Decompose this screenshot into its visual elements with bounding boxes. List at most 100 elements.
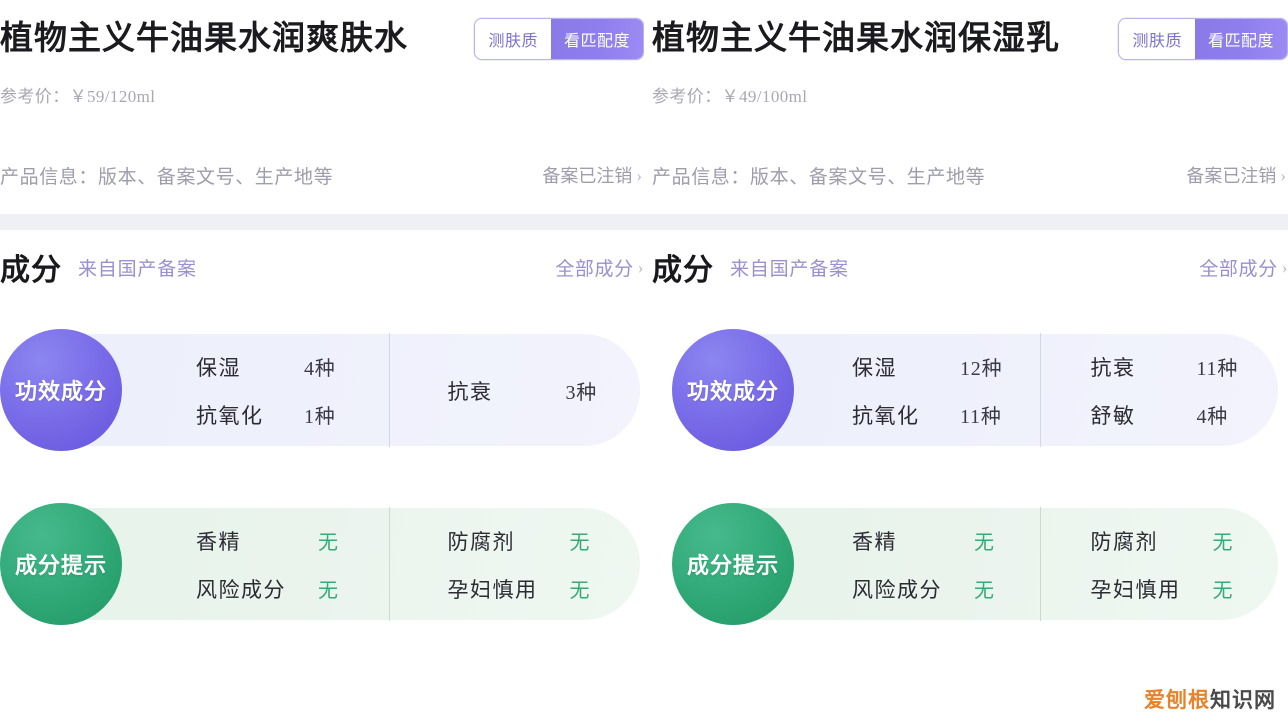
section-divider-right [644, 214, 1288, 230]
tips-key: 风险成分 [852, 578, 942, 602]
chevron-right-icon: › [1280, 165, 1286, 185]
tips-value: 无 [318, 580, 339, 602]
tips-key: 孕妇慎用 [1090, 578, 1181, 602]
list-item: 防腐剂 无 [448, 526, 641, 556]
efficacy-columns: 保湿 12种 抗氧化 11种 抗衰 11种 [808, 333, 1279, 447]
efficacy-key: 抗衰 [1090, 356, 1136, 380]
ingredients-title: 成分 [0, 254, 62, 287]
all-ingredients-label: 全部成分 [1199, 258, 1278, 280]
list-item: 保湿 4种 [196, 352, 389, 382]
ingredient-tips-card[interactable]: 成分提示 香精 无 风险成分 无 [672, 503, 1279, 625]
list-item: 孕妇慎用 无 [448, 574, 641, 604]
list-item: 孕妇慎用 无 [1091, 574, 1279, 604]
tips-key: 孕妇慎用 [447, 578, 538, 602]
list-item: 抗衰 11种 [1091, 352, 1279, 382]
tips-value: 无 [1212, 580, 1234, 602]
tips-columns: 香精 无 风险成分 无 防腐剂 无 [144, 507, 641, 621]
efficacy-column-1: 保湿 4种 抗氧化 1种 [144, 333, 389, 447]
tab-skin-test[interactable]: 测肤质 [1119, 19, 1195, 59]
panel-header-right: 植物主义牛油果水润保湿乳 测肤质 看匹配度 参考价：￥49/100ml [652, 0, 1288, 136]
efficacy-column-2: 抗衰 11种 舒敏 4种 [1039, 333, 1279, 447]
tips-key: 香精 [196, 530, 241, 554]
tab-skin-test[interactable]: 测肤质 [475, 19, 551, 59]
ingredients-header-right: 成分 来自国产备案 全部成分 › [652, 230, 1288, 304]
efficacy-key: 保湿 [852, 356, 897, 380]
chevron-right-icon: › [1281, 257, 1288, 277]
title-row-right: 植物主义牛油果水润保湿乳 测肤质 看匹配度 [652, 14, 1288, 64]
chevron-right-icon: › [636, 165, 642, 185]
tips-badge: 成分提示 [0, 503, 122, 625]
tips-column-1: 香精 无 风险成分 无 [144, 507, 389, 621]
efficacy-card[interactable]: 功效成分 保湿 12种 抗氧化 11种 [672, 329, 1279, 451]
efficacy-value: 12种 [960, 358, 1003, 380]
watermark-brand: 爱刨根 [1144, 689, 1210, 712]
ingredients-source: 来自国产备案 [78, 258, 197, 280]
product-info-row-left[interactable]: 产品信息：版本、备案文号、生产地等 备案已注销 › [0, 136, 644, 214]
efficacy-card-wrap-right: 功效成分 保湿 12种 抗氧化 11种 [652, 329, 1288, 451]
watermark-suffix: 知识网 [1210, 689, 1276, 712]
product-info-row-right[interactable]: 产品信息：版本、备案文号、生产地等 备案已注销 › [652, 136, 1288, 214]
efficacy-key: 抗氧化 [852, 404, 920, 428]
tips-column-1: 香精 无 风险成分 无 [808, 507, 1040, 621]
list-item: 抗氧化 1种 [196, 400, 389, 430]
product-info-label: 产品信息：版本、备案文号、生产地等 [652, 166, 986, 188]
tips-key: 风险成分 [196, 578, 286, 602]
efficacy-column-2: 抗衰 3种 [388, 333, 641, 447]
list-item: 舒敏 4种 [1091, 400, 1279, 430]
tips-column-2: 防腐剂 无 孕妇慎用 无 [388, 507, 641, 621]
efficacy-value: 4种 [304, 358, 336, 380]
all-ingredients-link[interactable]: 全部成分 › [1199, 254, 1288, 281]
ingredients-header-left: 成分 来自国产备案 全部成分 › [0, 230, 644, 304]
reference-price: 参考价：￥59/120ml [0, 87, 156, 106]
efficacy-key: 保湿 [196, 356, 241, 380]
panel-bottom-spacer-left [0, 688, 644, 724]
tips-key: 防腐剂 [1090, 530, 1158, 554]
efficacy-value: 1种 [304, 406, 336, 428]
product-info-status[interactable]: 备案已注销 › [542, 162, 642, 188]
tab-match-score[interactable]: 看匹配度 [1194, 19, 1287, 59]
reference-price: 参考价：￥49/100ml [652, 87, 808, 106]
page-title: 植物主义牛油果水润爽肤水 [0, 21, 408, 57]
status-badge: 备案已注销 [1186, 166, 1277, 186]
all-ingredients-link[interactable]: 全部成分 › [555, 254, 644, 281]
tips-value: 无 [569, 580, 591, 602]
tab-match-score[interactable]: 看匹配度 [550, 19, 643, 59]
tips-value: 无 [569, 532, 591, 554]
tips-key: 香精 [852, 530, 897, 554]
ingredient-tips-card[interactable]: 成分提示 香精 无 风险成分 无 [0, 503, 641, 625]
efficacy-badge: 功效成分 [0, 329, 122, 451]
all-ingredients-label: 全部成分 [555, 258, 634, 280]
tips-columns: 香精 无 风险成分 无 防腐剂 无 [808, 507, 1279, 621]
list-item: 防腐剂 无 [1091, 526, 1279, 556]
efficacy-card[interactable]: 功效成分 保湿 4种 抗氧化 1种 [0, 329, 641, 451]
efficacy-value: 11种 [960, 406, 1002, 428]
list-item: 抗氧化 11种 [852, 400, 1040, 430]
panel-header-left: 植物主义牛油果水润爽肤水 测肤质 看匹配度 参考价：￥59/120ml [0, 0, 644, 136]
efficacy-key: 抗衰 [447, 380, 493, 404]
mode-toggle-right[interactable]: 测肤质 看匹配度 [1118, 18, 1288, 60]
efficacy-value: 4种 [1196, 406, 1229, 428]
tips-key: 防腐剂 [447, 530, 515, 554]
efficacy-key: 抗氧化 [196, 404, 264, 428]
tips-value: 无 [1212, 532, 1234, 554]
list-item: 香精 无 [852, 526, 1040, 556]
list-item: 抗衰 3种 [448, 376, 641, 406]
tips-value: 无 [974, 580, 995, 602]
title-row-left: 植物主义牛油果水润爽肤水 测肤质 看匹配度 [0, 14, 644, 64]
tips-badge: 成分提示 [672, 503, 794, 625]
list-item: 香精 无 [196, 526, 389, 556]
efficacy-column-1: 保湿 12种 抗氧化 11种 [808, 333, 1040, 447]
product-info-label: 产品信息：版本、备案文号、生产地等 [0, 166, 334, 188]
product-panel-left: 植物主义牛油果水润爽肤水 测肤质 看匹配度 参考价：￥59/120ml 产品信息… [0, 0, 644, 724]
tips-card-wrap-left: 成分提示 香精 无 风险成分 无 [0, 503, 644, 625]
ingredients-source: 来自国产备案 [730, 258, 849, 280]
tips-value: 无 [318, 532, 339, 554]
efficacy-value: 11种 [1196, 358, 1239, 380]
product-panel-right: 植物主义牛油果水润保湿乳 测肤质 看匹配度 参考价：￥49/100ml 产品信息… [644, 0, 1288, 724]
product-info-status[interactable]: 备案已注销 › [1186, 162, 1286, 188]
efficacy-card-wrap-left: 功效成分 保湿 4种 抗氧化 1种 [0, 329, 644, 451]
mode-toggle-left[interactable]: 测肤质 看匹配度 [474, 18, 644, 60]
tips-value: 无 [974, 532, 995, 554]
efficacy-value: 3种 [565, 382, 598, 404]
chevron-right-icon: › [637, 257, 644, 277]
